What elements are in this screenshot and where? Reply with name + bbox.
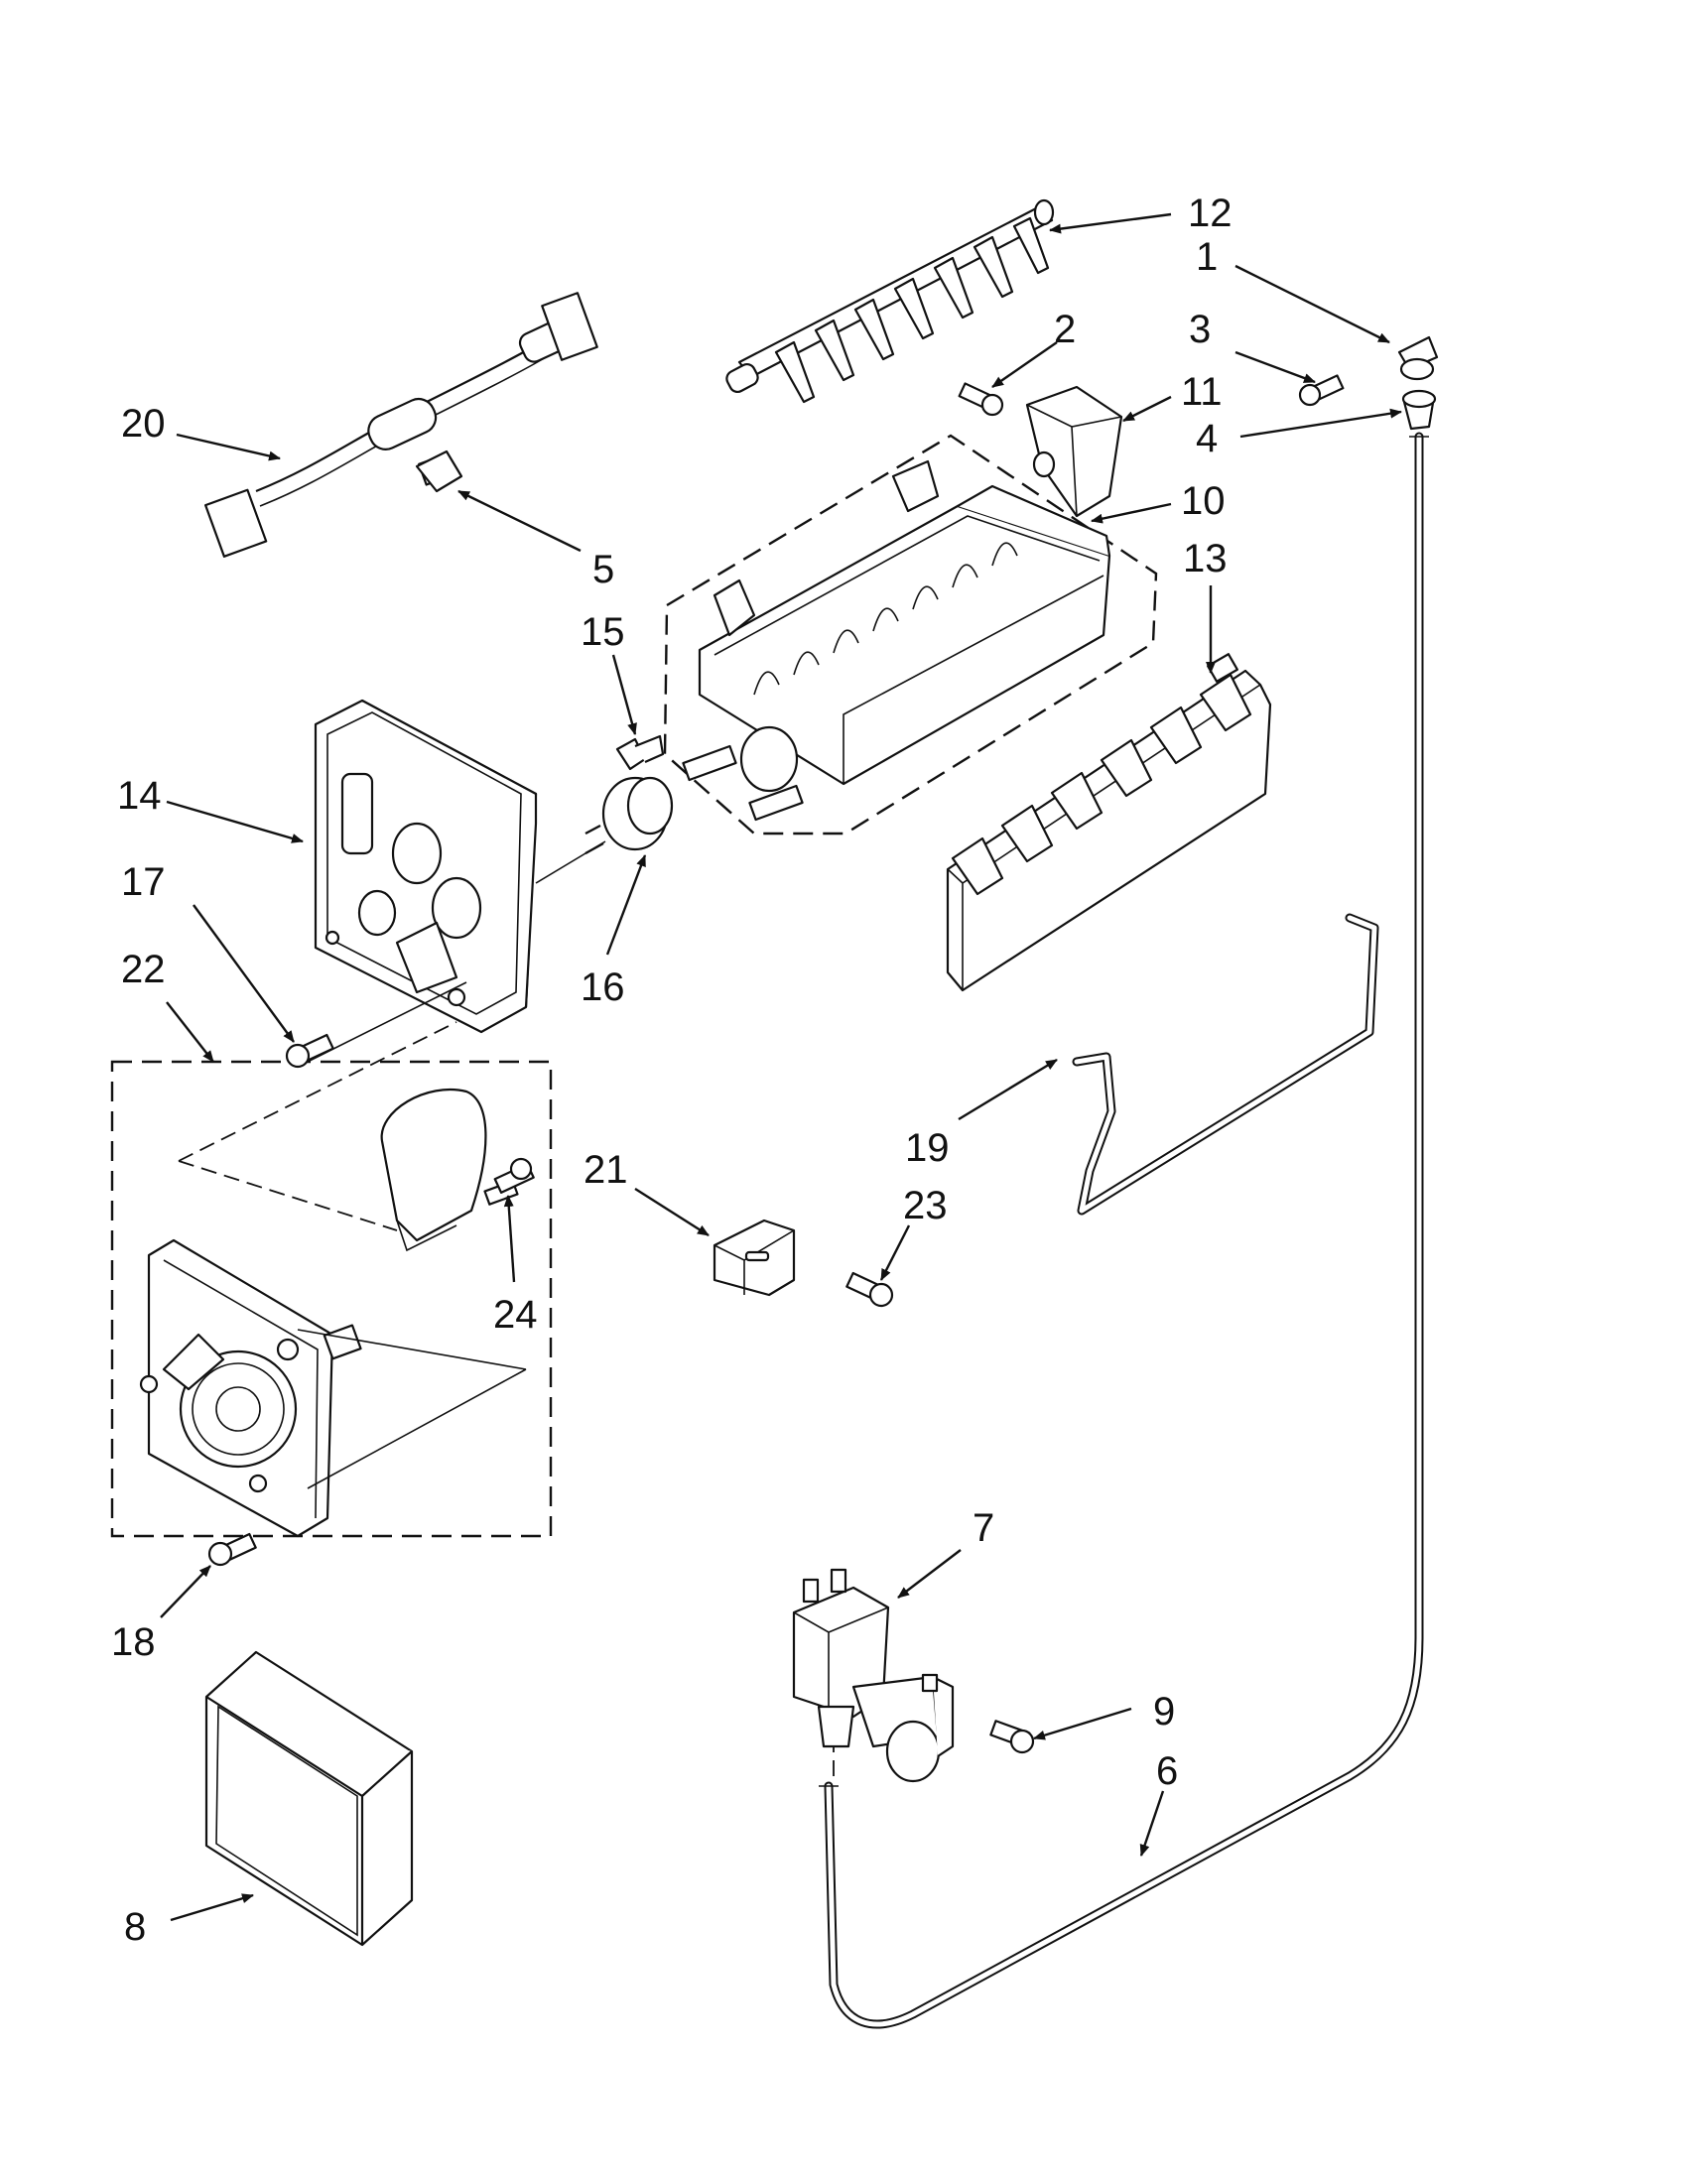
motor-coupler-part-16 bbox=[584, 776, 674, 855]
mold-part-10 bbox=[663, 434, 1158, 835]
callout-4: 4 bbox=[1196, 417, 1218, 460]
screw-part-24 bbox=[493, 1157, 535, 1194]
callout-21: 21 bbox=[584, 1148, 628, 1192]
callout-12: 12 bbox=[1188, 192, 1233, 235]
screw-part-17 bbox=[285, 1033, 334, 1069]
screw-part-18 bbox=[207, 1532, 257, 1567]
callout-18: 18 bbox=[111, 1620, 156, 1664]
callout-2: 2 bbox=[1054, 308, 1076, 351]
callout-23: 23 bbox=[903, 1184, 948, 1227]
callout-labels: 12 1 2 3 11 4 20 10 5 13 15 14 17 16 22 … bbox=[111, 192, 1233, 1949]
water-valve-part-7 bbox=[792, 1568, 955, 1783]
module-housing-part-14 bbox=[314, 699, 538, 1034]
fill-cup-part-11 bbox=[1025, 385, 1123, 518]
clip-part-5 bbox=[415, 450, 463, 493]
control-module-part-22 bbox=[110, 1021, 553, 1538]
grommet-part-4 bbox=[1401, 389, 1437, 431]
callout-7: 7 bbox=[973, 1506, 994, 1550]
callout-5: 5 bbox=[592, 548, 614, 591]
callout-8: 8 bbox=[124, 1905, 146, 1949]
callout-9: 9 bbox=[1153, 1690, 1175, 1734]
wire-harness-part-20 bbox=[203, 292, 598, 558]
callout-6: 6 bbox=[1156, 1749, 1178, 1793]
screw-part-3 bbox=[1298, 374, 1345, 407]
callout-16: 16 bbox=[581, 965, 625, 1009]
callout-20: 20 bbox=[121, 402, 166, 446]
callout-10: 10 bbox=[1181, 479, 1226, 523]
clamp-part-1 bbox=[1397, 335, 1439, 381]
screw-part-9 bbox=[989, 1720, 1035, 1754]
fill-tube-part-19 bbox=[1072, 913, 1379, 1216]
screw-part-23 bbox=[845, 1271, 894, 1308]
callout-17: 17 bbox=[121, 860, 166, 904]
leader-lines bbox=[160, 212, 1402, 1922]
callout-13: 13 bbox=[1183, 537, 1228, 580]
callout-15: 15 bbox=[581, 610, 625, 654]
callout-1: 1 bbox=[1196, 235, 1218, 279]
callout-14: 14 bbox=[117, 774, 162, 818]
callout-24: 24 bbox=[493, 1293, 538, 1337]
callout-19: 19 bbox=[905, 1126, 950, 1170]
frame-part-8 bbox=[204, 1650, 414, 1947]
callout-3: 3 bbox=[1189, 308, 1211, 351]
bracket-part-21 bbox=[713, 1219, 796, 1297]
callout-11: 11 bbox=[1181, 370, 1223, 414]
screw-part-2 bbox=[958, 382, 1004, 417]
retainer-clip-part-15 bbox=[615, 734, 665, 771]
callout-22: 22 bbox=[121, 948, 166, 991]
connector-line-14-16 bbox=[535, 840, 606, 884]
ejector-rod-part-12 bbox=[725, 198, 1055, 404]
stripper-part-13 bbox=[946, 653, 1272, 992]
